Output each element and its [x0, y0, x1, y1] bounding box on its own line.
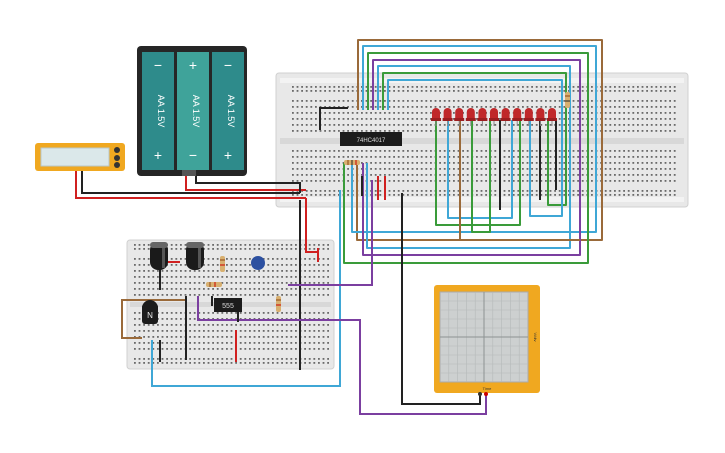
wire-red-meter[interactable] [75, 170, 306, 199]
led-array[interactable] [431, 108, 557, 126]
ic-74hc4017[interactable]: 74HC4017 [340, 132, 402, 146]
led[interactable] [523, 108, 534, 126]
wire-green-loop-outer[interactable] [343, 52, 589, 264]
capacitor-2[interactable] [186, 242, 204, 270]
wire-green-loop-inner[interactable] [382, 72, 567, 206]
meter-port-icon-2[interactable] [114, 162, 120, 168]
resistor-main[interactable] [344, 160, 360, 165]
wire-black-battery[interactable] [195, 176, 301, 193]
small-board-wiring [121, 248, 319, 362]
battery-cell-label: AA 1.5V [226, 95, 236, 128]
battery-cell[interactable]: − + AA 1.5V [212, 52, 244, 170]
wire-blue-cross[interactable] [151, 190, 341, 387]
breadboard-main[interactable] [275, 72, 689, 208]
ic-wiring [319, 107, 386, 200]
wire-blue-loop-outer[interactable] [351, 45, 597, 233]
battery-leads [185, 176, 306, 193]
led[interactable] [465, 108, 476, 126]
battery-terminal-label: − [154, 57, 162, 73]
meter-port-icon[interactable] [114, 155, 120, 161]
wire-black-meter[interactable] [81, 170, 300, 194]
led[interactable] [535, 108, 546, 126]
resistor-small-2[interactable] [206, 282, 222, 287]
oscilloscope-scale-label: V/div [533, 333, 538, 342]
potentiometer[interactable] [251, 256, 265, 270]
led[interactable] [477, 108, 488, 126]
resistor-led[interactable] [565, 92, 570, 108]
wire-blue-loop-inner[interactable] [387, 79, 563, 217]
wire-blue-loop-mid[interactable] [366, 65, 571, 249]
battery-terminal-label: + [224, 147, 232, 163]
led[interactable] [489, 108, 499, 126]
wire-black-scope[interactable] [401, 193, 481, 405]
meter-leads [75, 170, 306, 199]
battery-pack[interactable]: − + AA 1.5V + − AA 1.5V − + AA 1.5V [137, 46, 247, 176]
meter-knob-icon[interactable] [114, 147, 120, 153]
wire-purple-scope[interactable] [197, 296, 487, 415]
wire-purple-loop[interactable] [362, 59, 581, 256]
led[interactable] [442, 108, 453, 126]
wire-black-ic-top[interactable] [319, 107, 348, 130]
transistor[interactable]: N [142, 300, 158, 324]
capacitor-1[interactable] [150, 242, 168, 270]
wire-green-led-4[interactable] [471, 120, 491, 233]
wire-brown-led-3[interactable] [459, 120, 580, 241]
led[interactable] [454, 108, 465, 126]
led[interactable] [512, 108, 523, 126]
ic-74hc4017-label: 74HC4017 [357, 138, 386, 144]
resistor-small-3[interactable] [276, 296, 281, 312]
led[interactable] [500, 108, 511, 126]
battery-cell[interactable]: − + AA 1.5V [142, 52, 174, 170]
battery-cell-label: AA 1.5V [156, 95, 166, 128]
battery-terminal-label: − [189, 147, 197, 163]
wire-blue-led-2[interactable] [447, 120, 513, 219]
battery-terminal-label: + [189, 57, 197, 73]
meter[interactable] [35, 143, 125, 171]
transistor-label: N [147, 311, 153, 320]
led[interactable] [547, 108, 557, 126]
battery-terminal-label: + [154, 147, 162, 163]
wire-green-led-1[interactable] [435, 120, 521, 226]
battery-cell-label: AA 1.5V [191, 95, 201, 128]
wire-purple-top[interactable] [288, 180, 373, 286]
cross-board-wires [151, 180, 487, 415]
oscilloscope-time-label: Time [483, 386, 493, 391]
battery-cell[interactable]: + − AA 1.5V [177, 52, 209, 170]
led[interactable] [431, 108, 441, 126]
wire-bundle-loops [343, 39, 603, 264]
battery-terminal-label: − [224, 57, 232, 73]
wire-red-cross[interactable] [305, 198, 318, 253]
wire-red-battery[interactable] [185, 176, 306, 191]
ic-555[interactable]: 555 [214, 298, 242, 312]
wire-brown-loop[interactable] [356, 39, 603, 241]
ic-555-label: 555 [222, 303, 234, 310]
oscilloscope[interactable]: Time V/div [434, 285, 540, 396]
wire-brown-small-2[interactable] [121, 330, 142, 339]
resistor-small-1[interactable] [220, 256, 225, 272]
